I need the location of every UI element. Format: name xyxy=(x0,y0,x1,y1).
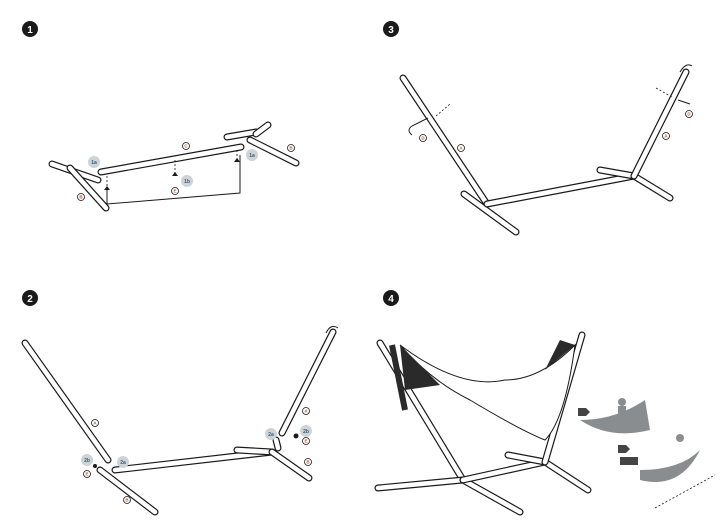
center-tube-c xyxy=(97,143,245,176)
svg-text:C: C xyxy=(184,144,188,149)
part-label-e: E xyxy=(171,187,179,195)
part-label-b: B xyxy=(123,496,131,504)
badge-2b: 2b xyxy=(300,425,312,437)
svg-text:2: 2 xyxy=(27,294,33,305)
svg-text:E: E xyxy=(85,472,88,477)
svg-text:1b: 1b xyxy=(184,179,190,185)
right-base-foot xyxy=(223,121,300,167)
svg-text:1a: 1a xyxy=(249,153,255,159)
part-label-d: D xyxy=(419,134,427,142)
svg-text:A: A xyxy=(459,146,463,151)
svg-text:B: B xyxy=(125,498,129,503)
badge-1a: 1a xyxy=(246,149,258,161)
step-2-marker: 2 xyxy=(22,290,38,306)
svg-text:1: 1 xyxy=(27,25,33,36)
svg-text:D: D xyxy=(421,136,425,141)
step-3-marker: 3 xyxy=(383,21,399,37)
badge-2a: 2a xyxy=(265,428,277,440)
svg-text:A: A xyxy=(664,134,668,139)
part-label-e: E xyxy=(83,470,91,478)
step-1-illustration: C B B E 1a 1a 1b xyxy=(48,121,300,212)
svg-text:B: B xyxy=(79,195,83,200)
part-label-b: B xyxy=(287,144,295,152)
part-label-a: A xyxy=(91,419,99,427)
step-1-marker: 1 xyxy=(22,21,38,37)
badge-2b: 2b xyxy=(81,454,93,466)
svg-text:2a: 2a xyxy=(268,432,274,438)
step-2-illustration: A A B B E E 2b 2a 2a 2b xyxy=(21,325,339,516)
hammock xyxy=(399,343,576,441)
svg-text:4: 4 xyxy=(388,294,394,305)
svg-text:3: 3 xyxy=(388,25,394,36)
badge-2a: 2a xyxy=(117,456,129,468)
svg-text:A: A xyxy=(304,409,308,414)
part-label-b: B xyxy=(77,193,85,201)
step-4-marker: 4 xyxy=(383,290,399,306)
svg-text:1a: 1a xyxy=(91,160,97,166)
step-3-illustration: A A D D xyxy=(399,64,693,236)
part-label-c: C xyxy=(182,142,190,150)
part-label-b: B xyxy=(304,458,312,466)
part-label-e: E xyxy=(302,437,310,445)
badge-1a: 1a xyxy=(88,156,100,168)
people-illustration xyxy=(580,398,700,482)
svg-text:2a: 2a xyxy=(120,460,126,466)
part-label-a: A xyxy=(302,407,310,415)
svg-text:2b: 2b xyxy=(84,458,90,464)
badge-1b: 1b xyxy=(181,175,193,187)
svg-text:E: E xyxy=(304,439,307,444)
svg-text:B: B xyxy=(306,460,310,465)
svg-text:A: A xyxy=(93,421,97,426)
svg-text:D: D xyxy=(687,112,691,117)
svg-text:E: E xyxy=(173,189,176,194)
svg-text:B: B xyxy=(289,146,293,151)
svg-text:2b: 2b xyxy=(303,429,309,435)
part-label-d: D xyxy=(685,110,693,118)
step-4-illustration xyxy=(374,331,716,516)
left-base-foot xyxy=(48,160,110,212)
part-label-a: A xyxy=(662,132,670,140)
part-label-a: A xyxy=(457,144,465,152)
